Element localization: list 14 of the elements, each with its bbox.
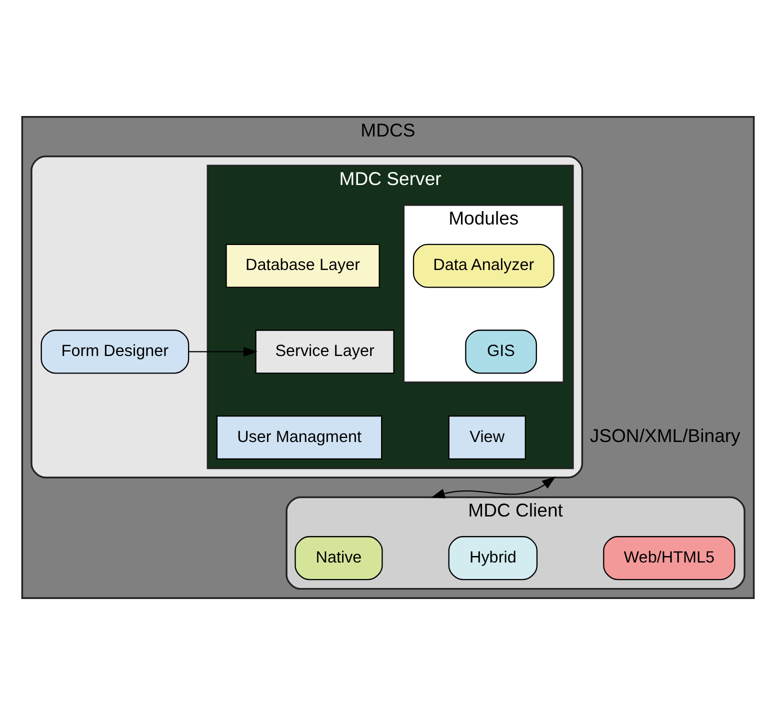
arrow <box>188 346 258 357</box>
node-box: Service Layer <box>255 330 394 374</box>
node-box: Form Designer <box>40 330 190 374</box>
node-box: Web/HTML5 <box>603 536 736 580</box>
edge-label: JSON/XML/Binary <box>590 424 740 446</box>
node-box: User Managment <box>216 415 382 460</box>
cluster <box>30 155 584 478</box>
node-box: GIS <box>465 330 537 374</box>
node-box: Native <box>294 536 383 580</box>
node-box: View <box>448 415 526 460</box>
node-box: Database Layer <box>226 244 380 288</box>
node-box: Data Analyzer <box>412 244 554 288</box>
arrow <box>430 476 556 498</box>
node-box: Hybrid <box>448 536 538 580</box>
